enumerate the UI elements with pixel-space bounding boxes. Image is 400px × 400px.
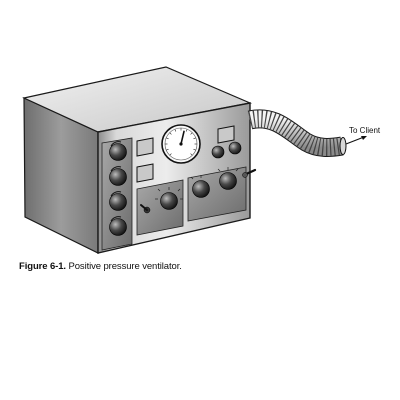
left-knob-3	[109, 191, 127, 211]
gauge-tick	[169, 153, 172, 156]
left-knob-2	[109, 166, 127, 186]
gauge-tick	[185, 129, 188, 132]
toggle-switch-left	[140, 204, 151, 214]
gauge-tick	[193, 148, 196, 151]
right-knob-1	[190, 175, 210, 198]
figure-caption: Figure 6-1. Positive pressure ventilator…	[19, 261, 182, 272]
display-window-right	[217, 125, 235, 144]
gauge-tick	[193, 137, 196, 140]
ventilator-illustration: To Client	[22, 66, 381, 254]
display-window-lower	[136, 163, 154, 183]
right-knob-2	[217, 167, 239, 190]
corrugated-hose	[247, 109, 347, 157]
left-knob-1	[109, 141, 127, 161]
display-window-upper	[136, 137, 154, 157]
gauge-tick	[190, 153, 193, 156]
gauge-tick	[190, 132, 193, 135]
right-small-knob-2	[228, 141, 242, 155]
middle-knob	[155, 187, 183, 210]
caption-text: Positive pressure ventilator.	[68, 261, 182, 272]
gauge-tick	[166, 148, 169, 151]
direction-arrow	[345, 136, 367, 145]
pressure-gauge	[161, 124, 201, 164]
caption-number: Figure 6-1.	[19, 261, 66, 272]
gauge-tick	[166, 137, 169, 140]
side-toggle-switch	[242, 168, 257, 178]
to-client-label: To Client	[349, 126, 381, 135]
gauge-tick	[169, 132, 172, 135]
gauge-tick	[174, 129, 177, 132]
left-knob-4	[109, 216, 127, 236]
right-small-knob-1	[211, 145, 225, 159]
gauge-needle	[180, 130, 185, 145]
